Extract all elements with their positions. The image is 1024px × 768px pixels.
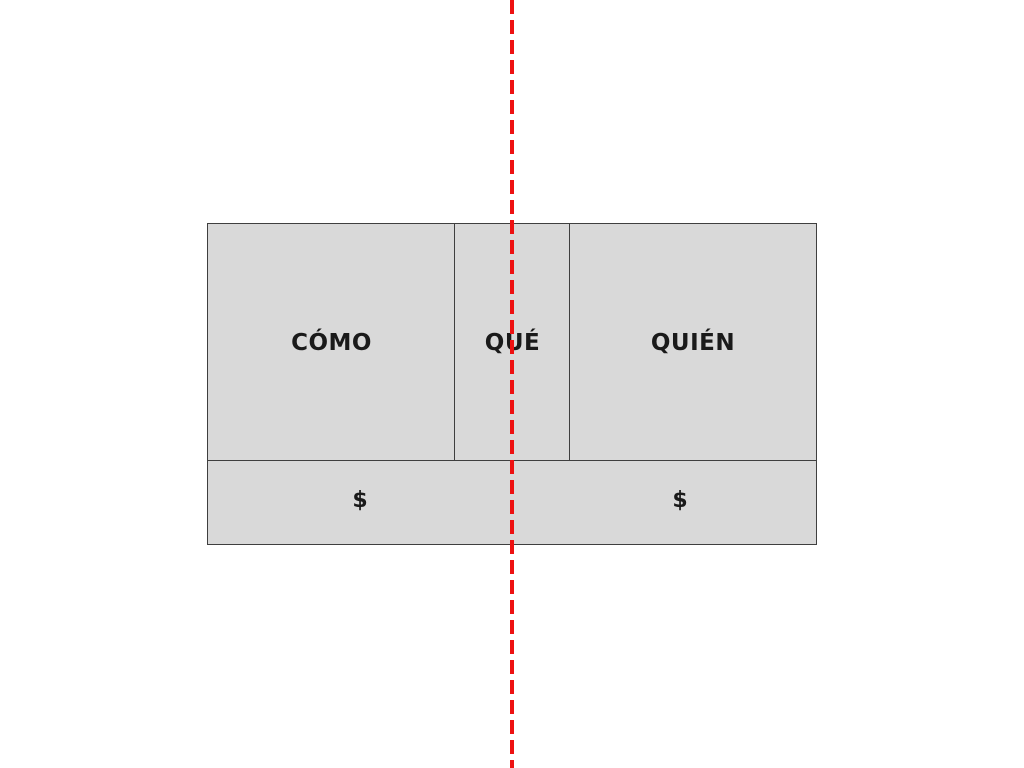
box-money: $ $	[207, 460, 817, 545]
label-como: CÓMO	[291, 329, 372, 356]
label-quien: QUIÉN	[650, 329, 736, 356]
box-que: QUÉ	[454, 223, 571, 462]
dollar-left: $	[352, 488, 368, 513]
label-que: QUÉ	[484, 329, 541, 356]
dollar-right: $	[672, 488, 688, 513]
box-como: CÓMO	[207, 223, 456, 462]
box-quien: QUIÉN	[569, 223, 817, 462]
